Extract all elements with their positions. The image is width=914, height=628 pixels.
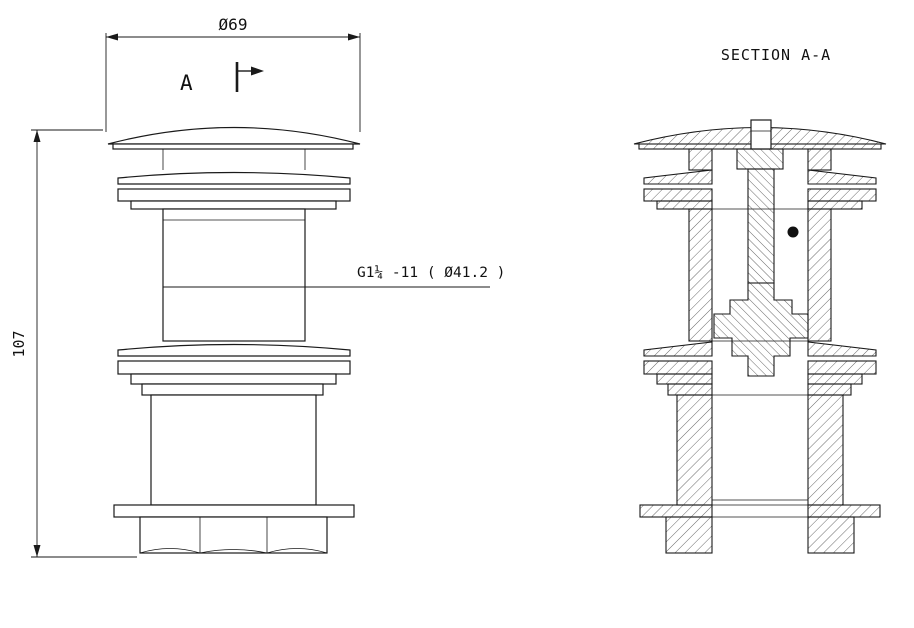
arrowhead-bottom-icon bbox=[33, 545, 41, 557]
front-view bbox=[107, 126, 361, 554]
dim-diameter-label: Ø69 bbox=[219, 15, 248, 34]
section-tube-walls bbox=[688, 208, 832, 342]
section-mid-flange bbox=[643, 341, 877, 396]
arrowhead-left-icon bbox=[106, 33, 118, 41]
thread-callout-label: G1¼ -11 ( Ø41.2 ) bbox=[357, 265, 505, 281]
arrowhead-top-icon bbox=[33, 130, 41, 142]
arrowhead-right-icon bbox=[348, 33, 360, 41]
section-neck-walls bbox=[688, 148, 832, 171]
locknut bbox=[113, 504, 355, 554]
section-locknut bbox=[639, 504, 881, 554]
plug-stem bbox=[736, 148, 784, 284]
seal-detail bbox=[787, 226, 799, 238]
section-arrow-icon bbox=[251, 66, 264, 76]
dim-diameter: Ø69 bbox=[105, 15, 361, 132]
plug-poppet bbox=[713, 282, 809, 377]
section-cut-indicator: A bbox=[180, 62, 264, 95]
section-title: SECTION A-A bbox=[721, 46, 831, 64]
cap-neck bbox=[162, 149, 306, 170]
dim-height-label: 107 bbox=[10, 330, 28, 357]
dim-height: 107 bbox=[10, 129, 137, 558]
body-tube bbox=[162, 208, 306, 342]
section-lower-walls bbox=[676, 394, 844, 506]
section-view: SECTION A-A bbox=[633, 46, 887, 554]
cap-screw bbox=[750, 119, 772, 150]
section-cut-label: A bbox=[180, 71, 193, 95]
section-cap bbox=[633, 119, 887, 150]
cap bbox=[107, 126, 361, 150]
top-flange bbox=[117, 171, 351, 210]
mid-flange bbox=[117, 343, 351, 396]
section-top-flange bbox=[643, 169, 877, 210]
lower-body bbox=[150, 394, 317, 506]
thread-callout: G1¼ -11 ( Ø41.2 ) bbox=[163, 265, 505, 288]
